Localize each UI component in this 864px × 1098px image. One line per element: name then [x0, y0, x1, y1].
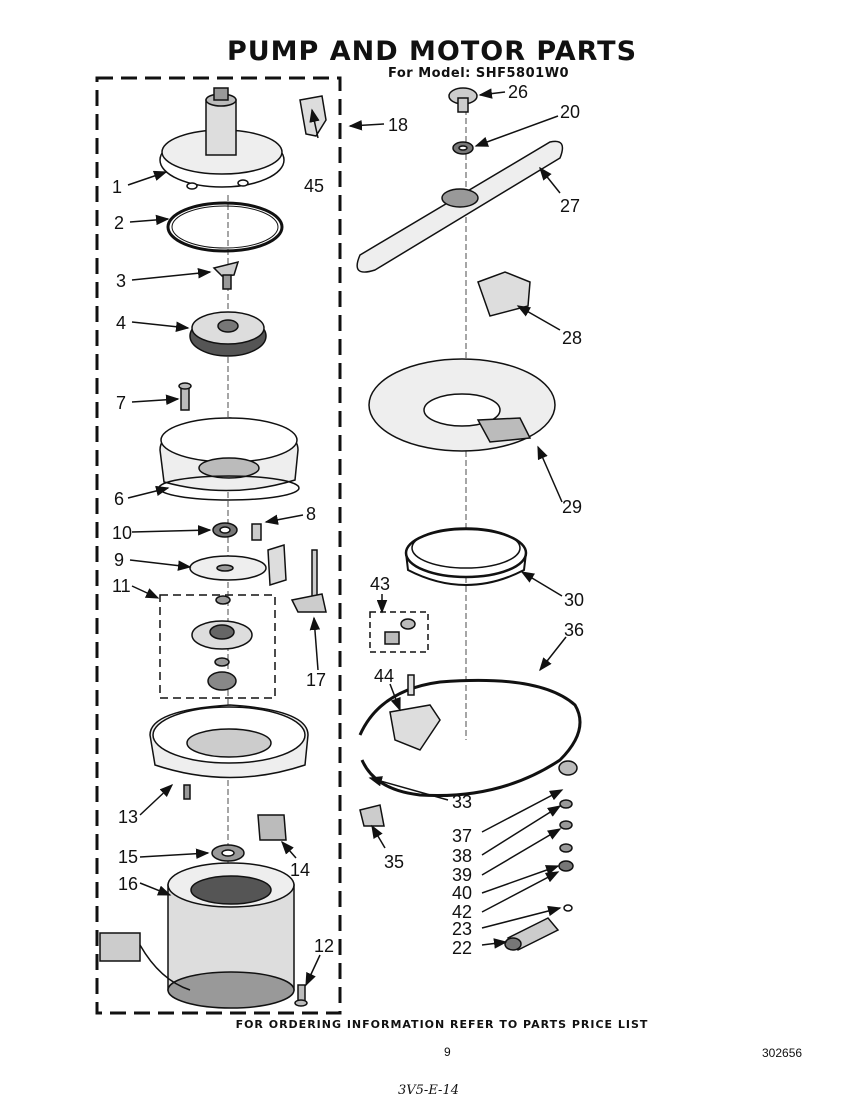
group-box-11 [159, 594, 276, 699]
screw-7 [178, 382, 192, 411]
callout-15: 15 [118, 847, 138, 867]
pump-housing-top [159, 87, 285, 190]
washer-20 [452, 141, 474, 155]
fastener-stack [558, 760, 578, 912]
callout-14: 14 [290, 860, 310, 880]
callout-36: 36 [564, 620, 584, 640]
deflector-28 [477, 271, 531, 317]
spray-arm [356, 140, 564, 273]
motor [99, 862, 295, 1009]
callout-29: 29 [562, 497, 582, 517]
seal-ring [166, 201, 284, 253]
callout-39: 39 [452, 865, 472, 885]
callout-4: 4 [116, 313, 126, 333]
callout-26: 26 [508, 82, 528, 102]
callout-38: 38 [452, 846, 472, 866]
heater-ring [358, 678, 582, 798]
group-box-43 [369, 611, 429, 653]
plate-9 [189, 543, 287, 587]
washer-15 [211, 844, 245, 862]
callout-11: 11 [112, 576, 131, 596]
callout-10: 10 [112, 523, 132, 543]
washer-10 [212, 522, 238, 538]
clip-35 [359, 804, 385, 827]
impeller-disc [189, 311, 267, 357]
bracket-14 [257, 814, 287, 841]
callout-28: 28 [562, 328, 582, 348]
callout-12: 12 [314, 936, 334, 956]
callout-8: 8 [306, 504, 316, 524]
callout-18: 18 [388, 115, 408, 135]
pump-assembly-group-box [95, 76, 342, 1015]
callout-44: 44 [374, 666, 394, 686]
screw-12 [294, 984, 308, 1007]
inlet-fitting-22 [504, 917, 560, 951]
model-subtitle: For Model: SHF5801W0 [388, 66, 570, 81]
switch-17 [290, 549, 327, 613]
page-title: PUMP AND MOTOR PARTS [226, 36, 638, 67]
bracket-44 [389, 674, 441, 751]
filter-ring [404, 527, 528, 586]
callout-42: 42 [452, 902, 472, 922]
callout-2: 2 [114, 213, 124, 233]
callout-33: 33 [452, 792, 472, 812]
page-number: 9 [444, 1045, 451, 1059]
callout-20: 20 [560, 102, 580, 122]
ordering-info-note: FOR ORDERING INFORMATION REFER TO PARTS … [235, 1018, 649, 1031]
callout-7: 7 [116, 393, 126, 413]
screw-8 [251, 523, 262, 541]
callout-40: 40 [452, 883, 472, 903]
callout-45: 45 [304, 176, 324, 196]
motor-mount [149, 704, 309, 800]
callout-23: 23 [452, 919, 472, 939]
callout-37: 37 [452, 826, 472, 846]
leader-lines [127, 88, 567, 987]
callout-43: 43 [370, 574, 390, 594]
callout-30: 30 [564, 590, 584, 610]
handwritten-note: 3V5-E-14 [398, 1083, 459, 1098]
callout-22: 22 [452, 938, 472, 958]
document-code: 302656 [762, 1046, 803, 1060]
callout-9: 9 [114, 550, 124, 570]
cap-26 [448, 87, 478, 113]
callout-27: 27 [560, 196, 580, 216]
clip-43 [384, 618, 416, 645]
callout-35: 35 [384, 852, 404, 872]
callout-6: 6 [114, 489, 124, 509]
chopper-assembly [191, 595, 253, 691]
callout-17: 17 [306, 670, 326, 690]
filter-screen [368, 358, 556, 452]
small-impeller [212, 260, 240, 290]
callout-13: 13 [118, 807, 138, 827]
callout-1: 1 [112, 177, 122, 197]
callout-3: 3 [116, 271, 126, 291]
pump-base-housing [158, 417, 300, 501]
callout-16: 16 [118, 874, 138, 894]
